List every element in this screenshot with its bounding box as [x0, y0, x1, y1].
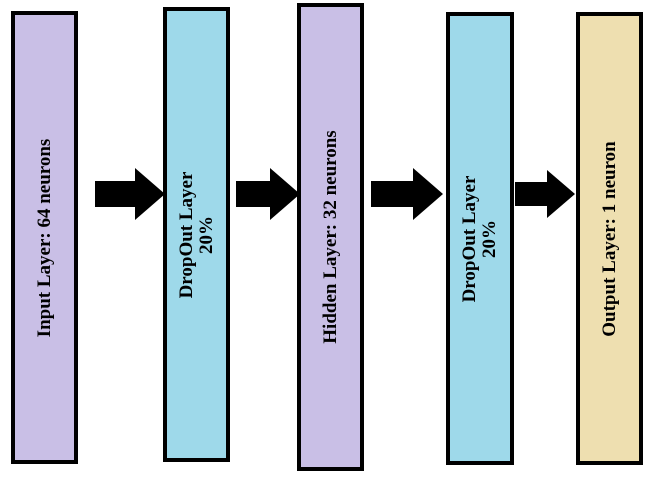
input-layer-box: Input Layer: 64 neurons — [11, 11, 78, 464]
arrow-right-icon — [95, 168, 165, 220]
hidden-layer-label: Hidden Layer: 32 neurons — [319, 130, 341, 344]
arrow-right-icon — [515, 170, 575, 218]
input-layer-label: Input Layer: 64 neurons — [33, 138, 55, 337]
dropout-layer-2-box: DropOut Layer 20% — [446, 12, 514, 465]
dropout-layer-1-label: DropOut Layer 20% — [175, 171, 217, 298]
arrow-right-icon — [371, 168, 443, 220]
dropout-layer-2-label: DropOut Layer 20% — [459, 175, 500, 302]
output-layer-label: Output Layer: 1 neuron — [598, 140, 620, 337]
dropout-layer-1-box: DropOut Layer 20% — [163, 7, 230, 462]
hidden-layer-box: Hidden Layer: 32 neurons — [297, 3, 364, 471]
output-layer-box: Output Layer: 1 neuron — [576, 12, 643, 465]
arrow-right-icon — [236, 168, 300, 220]
